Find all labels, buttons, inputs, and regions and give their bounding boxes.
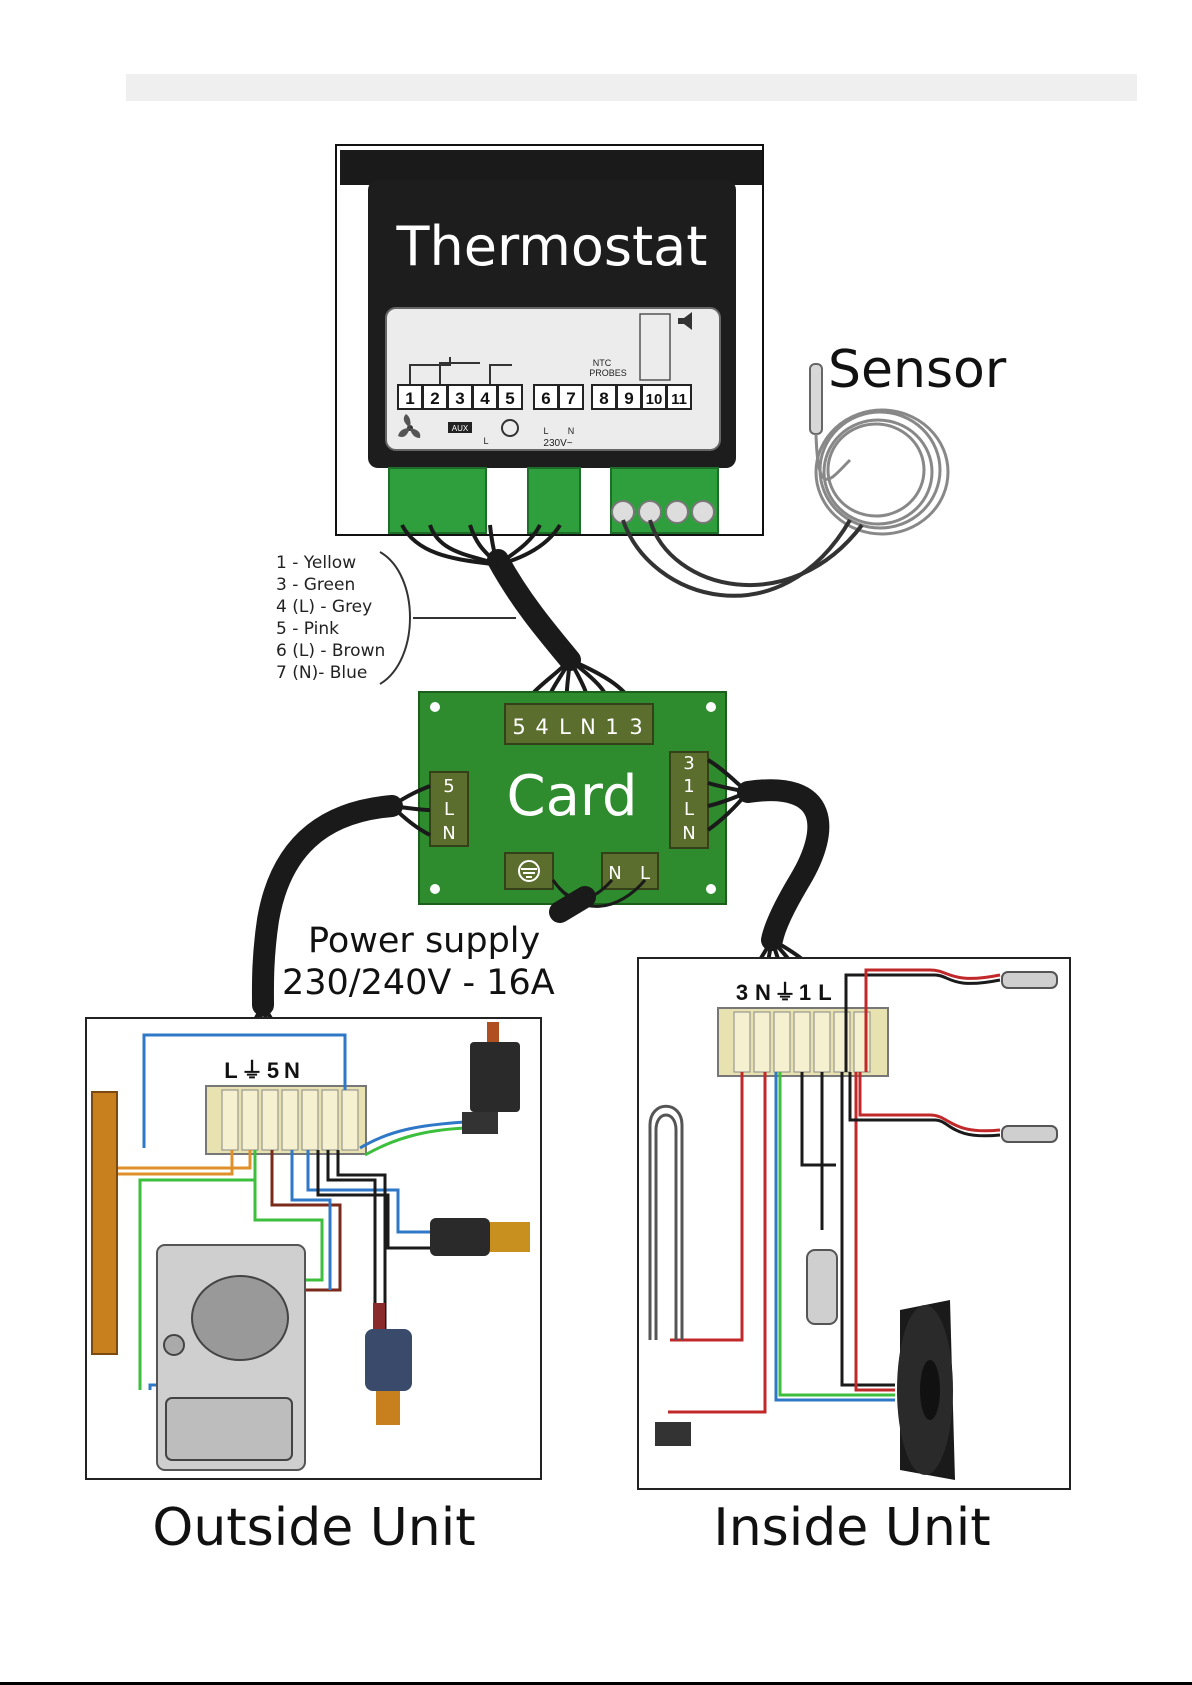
card-right-terminal-l: L: [684, 799, 694, 820]
sensor-label: Sensor: [828, 340, 1007, 400]
inside-probe-1: [1002, 972, 1057, 988]
legend-item-1: 1 - Yellow: [276, 553, 356, 573]
pressure-switch-low: [365, 1329, 412, 1391]
compressor-fan: [166, 1398, 292, 1460]
thermostat: Thermostat 1 2 3 4 5 6 7 8 9 10: [336, 145, 763, 535]
inside-terminal-3: 3: [736, 980, 748, 1005]
thermostat-connector-mid: [528, 468, 580, 533]
outside-unit: L ⏚ 5 N: [86, 1018, 541, 1558]
thermostat-terminal-7: 7: [566, 389, 575, 408]
thermostat-title: Thermostat: [396, 215, 708, 278]
solenoid-valve: [470, 1042, 520, 1112]
pressure-switch: [430, 1218, 490, 1256]
power-supply-line-1: Power supply: [308, 921, 540, 961]
card: Card 5 4 L N 1 3 5 L N 3 1 L N N L: [419, 692, 726, 904]
thermostat-terminal-9: 9: [624, 389, 633, 408]
inside-probe-2: [1002, 1126, 1057, 1142]
legend-item-5: 6 (L) - Brown: [276, 641, 385, 661]
inside-terminal-l: L: [818, 980, 831, 1005]
outside-terminal-l: L: [224, 1058, 237, 1083]
inside-unit-label: Inside Unit: [713, 1498, 990, 1558]
thermostat-bezel: [340, 150, 762, 185]
power-supply-line-2: 230/240V - 16A: [282, 963, 555, 1003]
card-left-terminal-n: N: [442, 823, 455, 844]
inside-terminal-n: N: [755, 980, 771, 1005]
card-top-terminal-n: N: [580, 715, 596, 739]
outside-probe-bar: [92, 1092, 117, 1354]
sensor-coil: [816, 410, 948, 534]
card-right-terminal-3: 3: [683, 753, 694, 774]
thermostat-terminal-4: 4: [480, 389, 490, 408]
legend-item-4: 5 - Pink: [276, 619, 339, 639]
outside-terminal-earth: ⏚: [241, 1058, 263, 1083]
card-earth-terminal: [505, 853, 553, 889]
thermostat-terminal-10: 10: [646, 391, 663, 408]
capacitor: [807, 1250, 837, 1324]
thermostat-terminal-5: 5: [505, 389, 514, 408]
wire-color-legend: 1 - Yellow 3 - Green 4 (L) - Grey 5 - Pi…: [276, 552, 516, 684]
thermostat-connector-left: [389, 468, 486, 533]
indoor-fan: [897, 1300, 955, 1480]
card-right-terminal-n: N: [682, 823, 695, 844]
outside-terminal-n: N: [284, 1058, 300, 1083]
inside-unit: 3 N ⏚ 1 L: [638, 958, 1070, 1558]
ntc-probes-label: PROBES: [589, 368, 627, 378]
terminal-6-l-label: L: [543, 426, 548, 436]
terminal-4-l-label: L: [483, 436, 488, 446]
legend-brace: [380, 552, 410, 684]
thermostat-terminal-8: 8: [599, 389, 608, 408]
aux-label: AUX: [452, 424, 469, 433]
thermostat-terminal-1: 1: [405, 389, 414, 408]
terminal-7-n-label: N: [568, 426, 575, 436]
card-top-terminal-5: 5: [512, 715, 525, 739]
legend-item-6: 7 (N)- Blue: [276, 663, 367, 683]
sensor-probe: [810, 364, 822, 434]
solenoid-cap: [487, 1022, 499, 1042]
thermostat-terminal-11: 11: [671, 391, 687, 408]
voltage-label: 230V~: [543, 438, 572, 449]
card-left-terminal-5: 5: [443, 776, 454, 797]
card-top-terminal-3: 3: [629, 715, 642, 739]
card-top-terminal-l: L: [559, 715, 571, 739]
card-left-terminal-l: L: [444, 799, 454, 820]
thermostat-terminal-6: 6: [541, 389, 550, 408]
inside-terminal-earth: ⏚: [774, 980, 796, 1005]
power-cable: [560, 897, 585, 912]
card-title: Card: [506, 764, 637, 829]
card-top-terminal-4: 4: [535, 715, 548, 739]
thermostat-terminal-row: 1 2 3 4 5 6 7 8 9 10 11: [398, 385, 691, 409]
ntc-label: NTC: [593, 358, 612, 368]
inside-terminal-1: 1: [799, 980, 811, 1005]
card-top-terminal-1: 1: [605, 715, 618, 739]
legend-item-3: 4 (L) - Grey: [276, 597, 372, 617]
thermal-fuse: [655, 1422, 691, 1446]
compressor: [192, 1276, 288, 1360]
thermostat-terminal-2: 2: [430, 389, 439, 408]
outside-terminal-5: 5: [267, 1058, 279, 1083]
legend-item-2: 3 - Green: [276, 575, 355, 595]
outside-unit-label: Outside Unit: [152, 1498, 475, 1558]
thermostat-terminal-3: 3: [455, 389, 464, 408]
card-right-terminal-1: 1: [683, 776, 694, 797]
